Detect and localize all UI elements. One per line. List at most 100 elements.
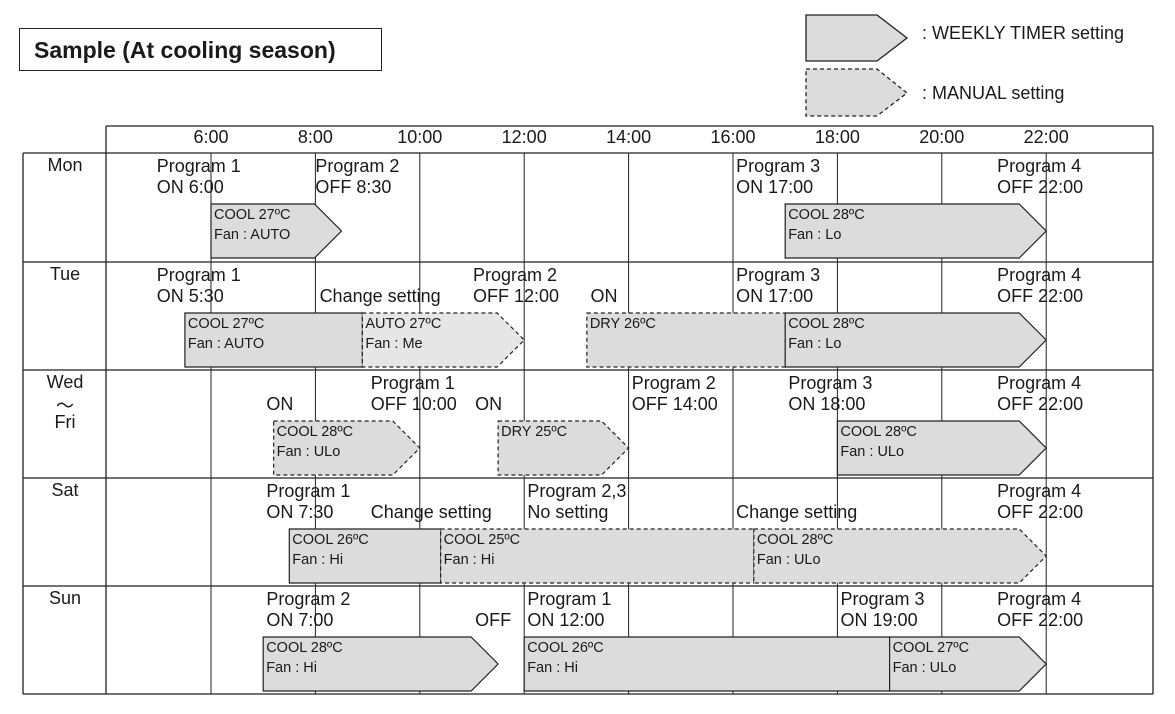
block-mode-label: AUTO 27ºC [365,316,442,332]
timer-annotation: Program 2,3 [527,481,627,501]
timer-annotation: Program 2 [315,156,400,176]
manual-setting-block [361,312,526,368]
timer-annotation: Change setting [370,502,492,522]
timer-annotation: Change setting [319,286,441,306]
timer-annotation: Program 1 [156,265,241,285]
hour-label: 8:00 [297,127,333,147]
timer-annotation: Program 4 [997,589,1082,609]
timer-annotation: Program 3 [736,156,821,176]
day-label: Tue [49,264,81,284]
legend-manual-arrow-icon [805,68,909,117]
block-fan-label: Fan : Hi [266,660,317,676]
block-fan-label: Fan : ULo [840,444,905,460]
hour-label: 20:00 [919,127,965,147]
timer-annotation: Program 2 [631,373,716,393]
timer-annotation: ON [475,394,503,414]
block-fan-label: Fan : ULo [276,444,341,460]
weekly-timer-block [262,636,499,692]
timer-annotation: Program 4 [997,156,1082,176]
day-label-2: Fri [54,412,76,432]
block-fan-label: Fan : Lo [788,227,842,243]
block-mode-label: COOL 28ºC [788,207,865,223]
timer-annotation: OFF 22:00 [997,502,1084,522]
legend-weekly-arrow-icon [805,14,909,62]
block-mode-label: COOL 28ºC [756,532,834,548]
timer-annotation: No setting [527,502,609,522]
block-mode-label: COOL 28ºC [266,640,343,656]
timer-annotation: ON [266,394,294,414]
timer-annotation: Program 3 [840,589,925,609]
block-mode-label: COOL 27ºC [214,207,291,223]
day-label: Mon [47,155,83,175]
block-mode-label: DRY 26ºC [589,316,656,332]
timer-annotation: Program 1 [527,589,612,609]
timer-annotation: OFF [475,610,512,630]
hour-label: 12:00 [501,127,547,147]
timer-annotation: Program 3 [736,265,821,285]
timer-annotation: Program 2 [473,265,558,285]
timer-annotation: OFF 14:00 [631,394,718,414]
block-fan-label: Fan : Hi [527,660,578,676]
timer-annotation: ON 17:00 [736,177,814,197]
day-label: Sun [48,588,82,608]
timer-annotation: Program 4 [997,265,1082,285]
block-mode-label: DRY 25ºC [501,424,568,440]
weekly-timer-block [836,420,1048,476]
hour-label: 16:00 [710,127,756,147]
timer-annotation: OFF 22:00 [997,610,1084,630]
block-fan-label: Fan : ULo [892,660,957,676]
block-mode-label: COOL 27ºC [187,316,265,332]
block-fan-label: Fan : Lo [788,336,842,352]
timer-annotation: Program 2 [266,589,351,609]
manual-setting-block [497,420,630,476]
timer-annotation: OFF 22:00 [997,177,1084,197]
page-title: Sample (At cooling season) [34,37,336,63]
hour-label: 14:00 [606,127,652,147]
block-mode-label: COOL 28ºC [840,424,917,440]
day-label: Sat [51,480,79,500]
weekly-timer-block [784,312,1048,368]
timer-annotation: OFF 22:00 [997,286,1084,306]
manual-setting-block [273,420,421,476]
timer-annotation: ON 6:00 [156,177,224,197]
weekly-timer-block [889,636,1048,692]
block-mode-label: COOL 26ºC [292,532,369,548]
timer-annotation: Program 1 [156,156,241,176]
legend-weekly-label: : WEEKLY TIMER setting [922,23,1125,43]
weekly-timer-block [784,203,1048,259]
hour-label: 18:00 [814,127,860,147]
block-mode-label: COOL 26ºC [527,640,604,656]
timer-annotation: ON [590,286,618,306]
timer-annotation: Change setting [736,502,858,522]
timer-annotation: Program 3 [788,373,873,393]
hour-label: 10:00 [397,127,443,147]
weekly-timer-block [210,203,343,259]
block-mode-label: COOL 28ºC [276,424,354,440]
timer-annotation: Program 4 [997,481,1082,501]
block-fan-label: Fan : AUTO [214,227,291,243]
block-mode-label: COOL 28ºC [788,316,865,332]
hour-label: 6:00 [193,127,229,147]
title-box: Sample (At cooling season) [19,28,382,71]
manual-setting-block [753,528,1048,584]
timer-annotation: ON 17:00 [736,286,814,306]
timer-annotation: Program 1 [266,481,351,501]
block-fan-label: Fan : AUTO [187,336,265,352]
timer-annotation: OFF 22:00 [997,394,1084,414]
timer-annotation: ON 7:00 [266,610,334,630]
timer-annotation: ON 12:00 [527,610,605,630]
timer-annotation: ON 5:30 [156,286,224,306]
block-fan-label: Fan : Me [365,336,423,352]
timer-annotation: ON 18:00 [788,394,866,414]
timer-annotation: ON 7:30 [266,502,334,522]
timer-annotation: OFF 12:00 [473,286,560,306]
block-fan-label: Fan : Hi [292,552,344,568]
timer-annotation: ON 19:00 [840,610,918,630]
day-label: Wed [46,372,84,392]
timer-annotation: Program 4 [997,373,1082,393]
legend-manual-label: : MANUAL setting [922,83,1065,103]
block-mode-label: COOL 27ºC [892,640,970,656]
